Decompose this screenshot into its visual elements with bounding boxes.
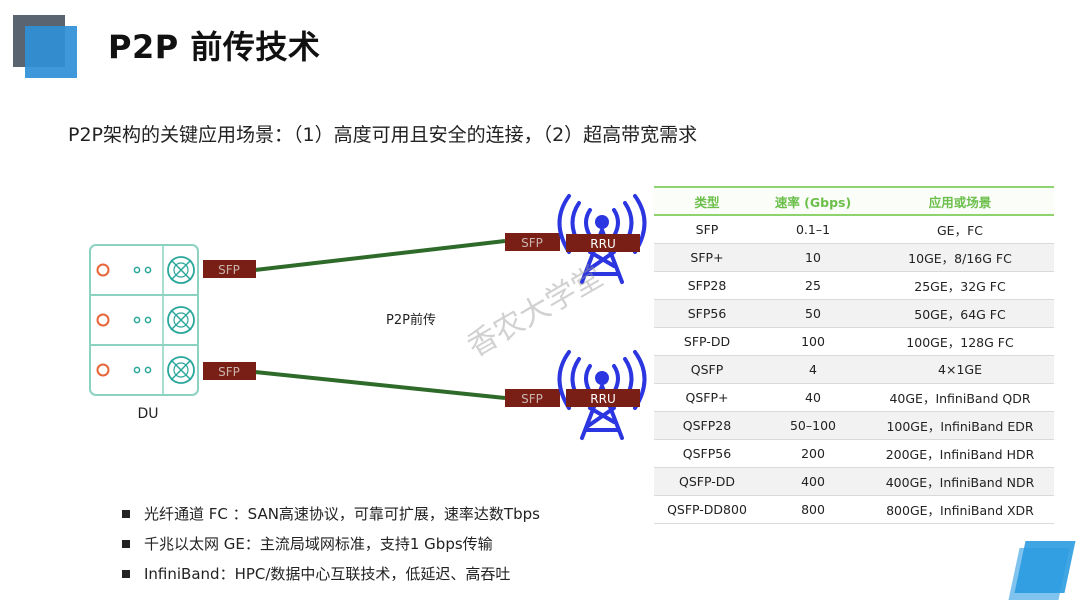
sfp-label: SFP xyxy=(521,236,543,250)
table-cell: 50–100 xyxy=(760,411,866,440)
corner-decoration-front xyxy=(1014,541,1076,593)
p2p-link-bottom xyxy=(254,370,506,400)
watermark: 香农大学堂 xyxy=(462,259,609,364)
p2p-link-top xyxy=(254,239,506,272)
list-item: 光纤通道 FC ：SAN高速协议，可靠可扩展，速率达数Tbps xyxy=(122,499,540,529)
bullet-text: InfiniBand：HPC/数据中心互联技术，低延迟、高吞吐 xyxy=(144,565,511,583)
rru-label: RRU xyxy=(590,392,615,406)
sfp-label: SFP xyxy=(521,392,543,406)
table-cell: 100GE，128G FC xyxy=(866,327,1054,356)
sfp-module-du-top xyxy=(203,260,256,278)
table-cell: QSFP xyxy=(654,355,760,384)
table-cell: 4 xyxy=(760,355,866,384)
bullet-square-icon xyxy=(122,570,130,578)
column-header: 类型 xyxy=(654,186,760,216)
page-title: P2P 前传技术 xyxy=(108,28,321,66)
table-cell: 25GE，32G FC xyxy=(866,271,1054,300)
bullet-square-icon xyxy=(122,510,130,518)
sfp-label: SFP xyxy=(218,263,240,277)
list-item: InfiniBand：HPC/数据中心互联技术，低延迟、高吞吐 xyxy=(122,559,540,589)
table-header-row: 类型 速率 (Gbps) 应用或场景 xyxy=(654,186,1054,216)
list-item: 千兆以太网 GE：主流局域网标准，支持1 Gbps传输 xyxy=(122,529,540,559)
radio-tower-icon xyxy=(557,194,647,284)
table-cell: 25 xyxy=(760,271,866,300)
du-rack xyxy=(89,244,199,396)
fan-icon xyxy=(167,306,195,334)
bullet-text: 光纤通道 FC ：SAN高速协议，可靠可扩展，速率达数Tbps xyxy=(144,505,540,523)
table-cell: 800 xyxy=(760,495,866,524)
table-cell: 200GE，InfiniBand HDR xyxy=(866,439,1054,468)
table-cell: GE，FC xyxy=(866,215,1054,244)
bullet-list: 光纤通道 FC ：SAN高速协议，可靠可扩展，速率达数Tbps 千兆以太网 GE… xyxy=(122,499,540,589)
table-cell: QSFP56 xyxy=(654,439,760,468)
table-cell: 400 xyxy=(760,467,866,496)
table-cell: 400GE，InfiniBand NDR xyxy=(866,467,1054,496)
sfp-module-rru-top xyxy=(505,233,560,251)
table-cell: 0.1–1 xyxy=(760,215,866,244)
p2p-fronthaul-diagram: DU SFP SFP SFP SFP RRU RRU P2P前传 香农大学堂 xyxy=(89,194,647,440)
table-cell: SFP xyxy=(654,215,760,244)
rru-box-bottom xyxy=(566,389,640,407)
table-cell: SFP-DD xyxy=(654,327,760,356)
bullet-square-icon xyxy=(122,540,130,548)
table-cell: 10GE，8/16G FC xyxy=(866,243,1054,272)
column-header: 速率 (Gbps) xyxy=(760,186,866,216)
du-led-icon xyxy=(96,263,110,277)
table-cell: QSFP28 xyxy=(654,411,760,440)
column-header: 应用或场景 xyxy=(866,186,1054,216)
sfp-module-du-bottom xyxy=(203,362,256,380)
table-cell: 200 xyxy=(760,439,866,468)
table-cell: 50 xyxy=(760,299,866,328)
table-cell: 10 xyxy=(760,243,866,272)
table-cell: 50GE，64G FC xyxy=(866,299,1054,328)
table-cell: SFP56 xyxy=(654,299,760,328)
rru-label: RRU xyxy=(590,237,615,251)
table-cell: 100 xyxy=(760,327,866,356)
table-cell: 4×1GE xyxy=(866,355,1054,384)
fan-icon xyxy=(167,356,195,384)
du-label: DU xyxy=(137,406,158,422)
table-cell: QSFP+ xyxy=(654,383,760,412)
page-subtitle: P2P架构的关键应用场景：（1）高度可用且安全的连接，（2）超高带宽需求 xyxy=(68,124,698,146)
bullet-text: 千兆以太网 GE：主流局域网标准，支持1 Gbps传输 xyxy=(144,535,493,553)
table-cell: QSFP-DD xyxy=(654,467,760,496)
table-cell: 800GE，InfiniBand XDR xyxy=(866,495,1054,524)
fan-icon xyxy=(167,256,195,284)
sfp-label: SFP xyxy=(218,365,240,379)
rru-box-top xyxy=(566,234,640,252)
table-cell: SFP28 xyxy=(654,271,760,300)
sfp-module-rru-bottom xyxy=(505,389,560,407)
logo-square-front xyxy=(25,26,77,78)
table-cell: 40GE，InfiniBand QDR xyxy=(866,383,1054,412)
table-cell: 40 xyxy=(760,383,866,412)
p2p-link-label: P2P前传 xyxy=(386,312,436,328)
table-cell: SFP+ xyxy=(654,243,760,272)
table-cell: 100GE，InfiniBand EDR xyxy=(866,411,1054,440)
table-cell: QSFP-DD800 xyxy=(654,495,760,524)
